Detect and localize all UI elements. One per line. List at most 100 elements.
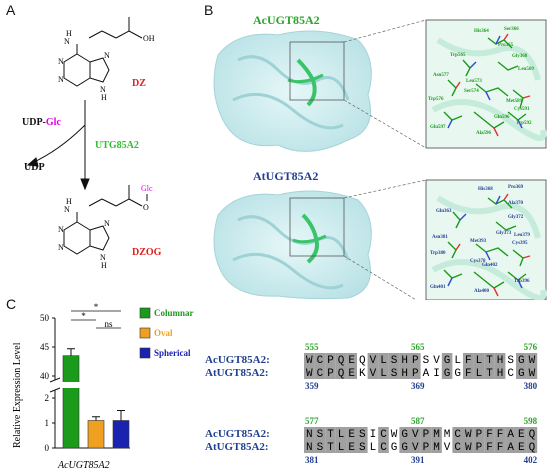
dz-n5: N — [100, 85, 106, 94]
bar-columnar — [62, 355, 80, 449]
dzog-n2: N — [58, 225, 64, 234]
at-residue: S — [359, 442, 366, 454]
ac-title: AcUGT85A2 — [253, 13, 320, 27]
ac-residue-label: Ser366 — [504, 27, 519, 32]
axis-break-mark — [49, 387, 61, 393]
alignment-top-number: 598 — [524, 416, 538, 426]
ac-residue-label: His364 — [474, 29, 489, 34]
y-tick-label: 40 — [40, 371, 50, 381]
at-residue: V — [412, 442, 419, 454]
conserved-shade — [516, 353, 527, 379]
at-residue: G — [518, 368, 525, 380]
conserved-shade — [526, 427, 538, 453]
ac-residue: A — [507, 429, 514, 441]
at-residue-label: Gly372 — [508, 215, 524, 220]
panel-b-structures: AcUGT85A2 AtUGT85A2 — [213, 13, 547, 300]
at-residue: N — [306, 442, 313, 454]
at-residue-label: Gln402 — [482, 263, 498, 268]
ac-residue-label: Leu573 — [466, 79, 482, 84]
at-residue-label: Trp396 — [514, 279, 530, 284]
dz-h2: H — [101, 93, 107, 102]
alignment-bottom-number: 359 — [305, 381, 319, 391]
conserved-shade — [346, 427, 357, 453]
ac-residue: L — [454, 355, 461, 367]
panel-letter-a: A — [6, 2, 16, 18]
conserved-shade — [410, 353, 421, 379]
conserved-shade — [494, 353, 506, 379]
legend-label: Columnar — [154, 308, 194, 318]
panel-a-reaction-scheme: N H N N N N H OH N H N N N N H O Glc DZ … — [22, 17, 162, 270]
at-residue: P — [423, 442, 430, 454]
ac-residue: Q — [529, 429, 536, 441]
ac-residue: F — [497, 429, 504, 441]
dzog-glc: Glc — [141, 184, 153, 193]
dz-h1: H — [66, 29, 72, 38]
dz-n3: N — [58, 75, 64, 84]
alignment-top-number: 555 — [305, 342, 319, 352]
conserved-shade — [473, 427, 485, 453]
conserved-shade — [484, 353, 495, 379]
at-residue: F — [465, 368, 472, 380]
conserved-shade — [314, 427, 326, 453]
dzog-h2: H — [101, 261, 107, 270]
at-residue-label: Gln363 — [436, 209, 452, 214]
conserved-shade — [335, 427, 347, 453]
at-residue-label: Leu379 — [514, 233, 530, 238]
dzog-h1: H — [66, 197, 72, 206]
ac-residue: E — [518, 429, 525, 441]
dzog-n4: N — [104, 219, 110, 228]
dzog-label: DZOG — [132, 247, 162, 258]
ac-residue: Q — [338, 355, 345, 367]
conserved-shade — [314, 353, 326, 379]
at-residue: P — [476, 442, 483, 454]
ac-residue: V — [412, 429, 419, 441]
conserved-shade — [431, 427, 442, 453]
at-residue: I — [433, 368, 440, 380]
at-residue: C — [507, 368, 514, 380]
udp-prefix: UDP- — [22, 117, 46, 128]
at-residue: G — [444, 368, 451, 380]
legend-label: Spherical — [154, 348, 191, 358]
at-residue-label: Ala370 — [508, 201, 524, 206]
legend-swatch — [139, 307, 151, 319]
at-residue-label: Gln401 — [430, 285, 446, 290]
ac-residue: M — [444, 429, 451, 441]
at-protein-cartoon — [213, 190, 372, 300]
legend-swatch — [139, 347, 151, 359]
at-residue: W — [306, 368, 313, 380]
conserved-shade — [516, 427, 527, 453]
alignment-bottom-number: 391 — [411, 455, 425, 465]
ac-residue: F — [486, 429, 493, 441]
conserved-shade — [304, 353, 315, 379]
bar-break — [62, 382, 80, 388]
ac-residue: V — [433, 355, 440, 367]
at-zoom-panel — [425, 179, 547, 300]
ac-residue: W — [306, 355, 313, 367]
at-residue-label: Cys395 — [512, 241, 528, 246]
ac-residue: W — [391, 429, 398, 441]
y-tick-label: 0 — [45, 443, 50, 453]
dz-n4: N — [104, 51, 110, 60]
alignment-ac-label: AcUGT85A2: — [205, 428, 270, 440]
dz-hydroxyl: OH — [143, 34, 155, 43]
at-residue: L — [476, 368, 483, 380]
y-tick-label: 45 — [40, 342, 50, 352]
conserved-shade — [367, 353, 379, 379]
ac-residue-label: Leu569 — [518, 67, 534, 72]
ac-residue: C — [317, 355, 324, 367]
dz-n2: N — [58, 57, 64, 66]
at-residue: V — [444, 442, 451, 454]
ac-residue-label: Glu597 — [430, 125, 446, 130]
ac-residue: E — [348, 429, 355, 441]
udp-glc-suffix: Glc — [46, 117, 62, 128]
conserved-shade — [410, 427, 421, 453]
at-residue: S — [317, 442, 324, 454]
y-tick-label: 50 — [40, 313, 50, 323]
conserved-shade — [473, 353, 485, 379]
udp-glc-label: UDP-Glc — [22, 117, 61, 128]
ac-residue: H — [401, 355, 408, 367]
ac-residue-label: Gly368 — [512, 54, 528, 59]
alignment-top-number: 577 — [305, 416, 319, 426]
